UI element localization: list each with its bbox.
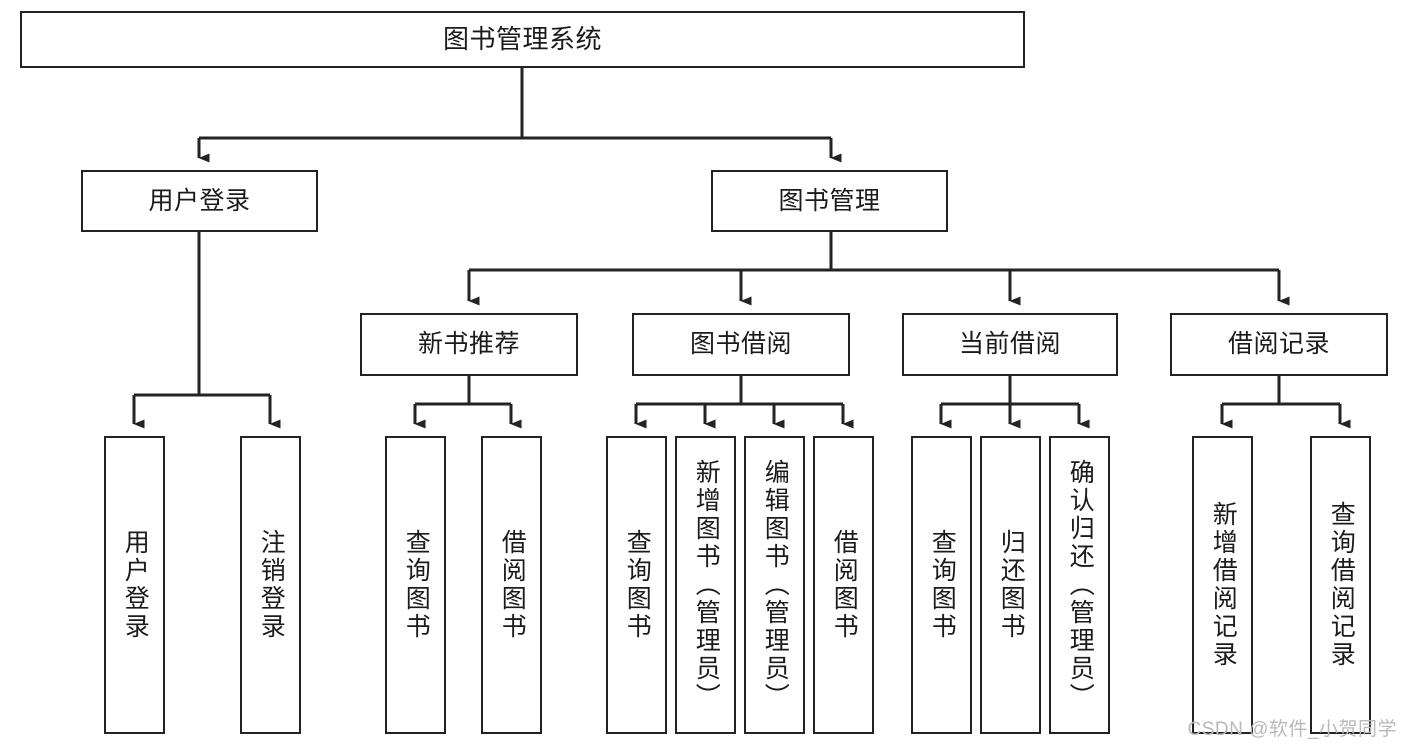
node-label: 查询图书	[402, 529, 431, 641]
node-label: 图书管理	[778, 186, 881, 215]
leaf-query-book-recommend[interactable]: 查询图书	[385, 436, 446, 734]
node-book-borrow[interactable]: 图书借阅	[632, 313, 850, 376]
leaf-return-book[interactable]: 归还图书	[980, 436, 1041, 734]
node-label: 确认归还（管理员）	[1066, 459, 1095, 711]
node-root-system[interactable]: 图书管理系统	[20, 11, 1025, 68]
leaf-query-borrow-record[interactable]: 查询借阅记录	[1310, 436, 1371, 734]
node-label: 用户登录	[148, 186, 251, 215]
node-label: 图书借阅	[689, 330, 792, 358]
leaf-add-borrow-record[interactable]: 新增借阅记录	[1192, 436, 1253, 734]
node-label: 用户登录	[121, 529, 150, 641]
node-label: 注销登录	[257, 529, 286, 641]
leaf-user-login[interactable]: 用户登录	[104, 436, 165, 734]
node-user-login[interactable]: 用户登录	[81, 170, 318, 232]
node-label: 借阅记录	[1227, 330, 1330, 358]
node-label: 当前借阅	[958, 330, 1061, 358]
node-label: 新书推荐	[417, 330, 520, 358]
leaf-borrow-book[interactable]: 借阅图书	[813, 436, 874, 734]
node-label: 查询借阅记录	[1327, 501, 1356, 669]
node-label: 编辑图书（管理员）	[761, 459, 790, 711]
leaf-borrow-book-recommend[interactable]: 借阅图书	[481, 436, 542, 734]
watermark: CSDN @软件_小贺同学	[1187, 719, 1397, 740]
node-label: 归还图书	[997, 529, 1026, 641]
node-borrow-records[interactable]: 借阅记录	[1170, 313, 1388, 376]
leaf-logout[interactable]: 注销登录	[240, 436, 301, 734]
node-label: 新增借阅记录	[1209, 501, 1238, 669]
node-label: 查询图书	[928, 529, 957, 641]
node-new-book-recommend[interactable]: 新书推荐	[360, 313, 578, 376]
node-label: 查询图书	[623, 529, 652, 641]
leaf-query-book-current[interactable]: 查询图书	[911, 436, 972, 734]
node-label: 借阅图书	[498, 529, 527, 641]
leaf-confirm-return-admin[interactable]: 确认归还（管理员）	[1049, 436, 1110, 734]
node-book-management[interactable]: 图书管理	[711, 170, 948, 232]
node-label: 借阅图书	[830, 529, 859, 641]
leaf-add-book-admin[interactable]: 新增图书（管理员）	[675, 436, 736, 734]
leaf-query-book-borrow[interactable]: 查询图书	[606, 436, 667, 734]
node-label: 图书管理系统	[442, 24, 602, 55]
node-current-borrow[interactable]: 当前借阅	[902, 313, 1118, 376]
node-label: 新增图书（管理员）	[692, 459, 721, 711]
leaf-edit-book-admin[interactable]: 编辑图书（管理员）	[744, 436, 805, 734]
